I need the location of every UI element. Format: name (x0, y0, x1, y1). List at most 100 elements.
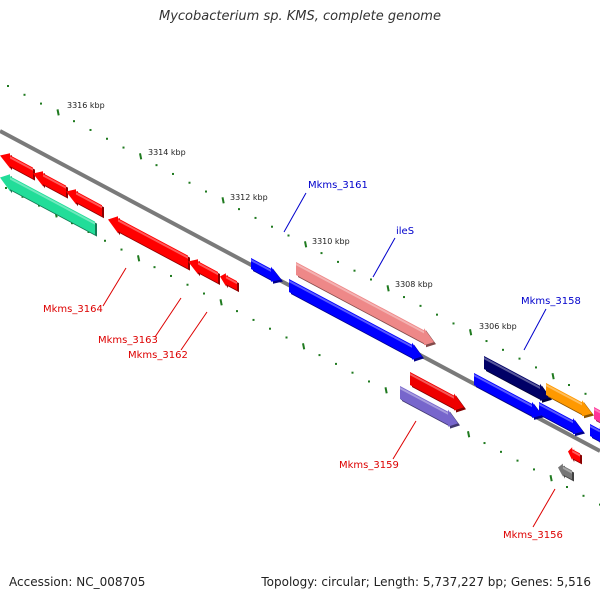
gene-highlight (251, 259, 271, 272)
minor-tick (186, 283, 189, 286)
minor-tick (318, 354, 321, 357)
gene-highlight (410, 373, 454, 399)
gene-body (66, 189, 102, 217)
minor-tick (40, 102, 42, 105)
minor-tick (7, 85, 9, 87)
gene-Mkms_3162 (220, 273, 239, 293)
outer-tick-row (7, 85, 587, 395)
major-tick (304, 241, 308, 248)
gene-body (590, 424, 600, 444)
callout-line (102, 267, 127, 307)
accession-text: Accession: NC_008705 (9, 575, 146, 589)
gene-highlight (539, 403, 573, 424)
gene-body (0, 153, 33, 179)
scale-tick-label: 3312 kbp (230, 193, 268, 202)
gene-Mkms_3159 (410, 372, 466, 413)
gene-feature (400, 386, 460, 429)
gene-highlight (400, 387, 448, 415)
minor-tick (419, 304, 422, 307)
minor-tick (566, 486, 568, 489)
gene-body (568, 447, 580, 463)
gene-Mkms_3158 (484, 356, 552, 403)
minor-tick (89, 128, 92, 131)
minor-tick (269, 327, 271, 330)
minor-tick (172, 172, 174, 175)
gene-features (0, 153, 600, 482)
gene-feature (66, 189, 104, 219)
gene-body (188, 259, 218, 283)
callout-line (154, 297, 182, 338)
gene-highlight (484, 357, 540, 389)
gene-highlight (10, 177, 95, 225)
minor-tick (403, 296, 405, 299)
gene-ileS (296, 262, 436, 348)
minor-tick (170, 274, 172, 277)
major-tick (56, 109, 60, 116)
gene-body (108, 216, 188, 269)
major-tick (221, 197, 225, 204)
gene-highlight (296, 263, 424, 334)
gene-label: Mkms_3163 (98, 335, 158, 346)
gene-highlight (562, 466, 572, 474)
major-tick (551, 373, 555, 380)
gene-highlight (10, 156, 33, 171)
callout-line (372, 237, 396, 278)
gene-label: Mkms_3164 (43, 304, 103, 315)
major-tick (137, 255, 141, 262)
scale-tick-label: 3316 kbp (67, 101, 105, 110)
gene-body (558, 463, 572, 480)
major-tick (549, 475, 553, 482)
gene-highlight (594, 408, 600, 414)
minor-tick (351, 371, 354, 374)
minor-tick (452, 322, 455, 325)
gene-Mkms_3164 (108, 216, 190, 271)
major-tick (302, 343, 306, 350)
minor-tick (205, 190, 207, 193)
gene-highlight (198, 262, 218, 276)
gene-label: Mkms_3162 (128, 350, 188, 361)
minor-tick (436, 313, 438, 316)
gene-Mkms_3163 (188, 259, 220, 285)
minor-tick (122, 146, 125, 149)
minor-tick (238, 208, 240, 211)
minor-tick (500, 450, 502, 453)
minor-tick (106, 137, 108, 140)
gene-highlight (546, 384, 582, 406)
gene-highlight (118, 219, 188, 259)
minor-tick (584, 392, 587, 395)
scale-tick-label: 3306 kbp (479, 322, 517, 331)
minor-tick (502, 348, 504, 351)
minor-tick (353, 269, 356, 272)
minor-tick (252, 318, 255, 321)
minor-tick (485, 340, 488, 343)
callout-line (180, 311, 208, 351)
gene-label: Mkms_3161 (308, 180, 368, 191)
minor-tick (568, 384, 570, 387)
minor-tick (254, 216, 257, 219)
minor-tick (271, 225, 273, 228)
gene-feature (33, 171, 68, 199)
minor-tick (370, 278, 372, 281)
gene-label: Mkms_3159 (339, 460, 399, 471)
minor-tick (104, 239, 106, 242)
gene-feature (0, 174, 97, 237)
minor-tick (320, 252, 323, 255)
minor-tick (287, 234, 290, 237)
gene-callouts: Mkms_3164Mkms_3163Mkms_3162Mkms_3161ileS… (43, 180, 581, 541)
gene-highlight (225, 276, 237, 285)
minor-tick (236, 310, 238, 313)
minor-tick (73, 120, 75, 123)
gene-highlight (590, 425, 600, 433)
gene-highlight (43, 174, 66, 189)
scale-tick-label: 3314 kbp (148, 148, 186, 157)
gene-feature (289, 279, 424, 362)
gene-body (0, 174, 95, 235)
minor-tick (203, 292, 205, 295)
gene-body (33, 171, 66, 197)
scale-tick-label: 3310 kbp (312, 237, 350, 246)
gene-feature (594, 407, 600, 424)
major-tick (469, 329, 473, 336)
callout-line (523, 308, 547, 351)
